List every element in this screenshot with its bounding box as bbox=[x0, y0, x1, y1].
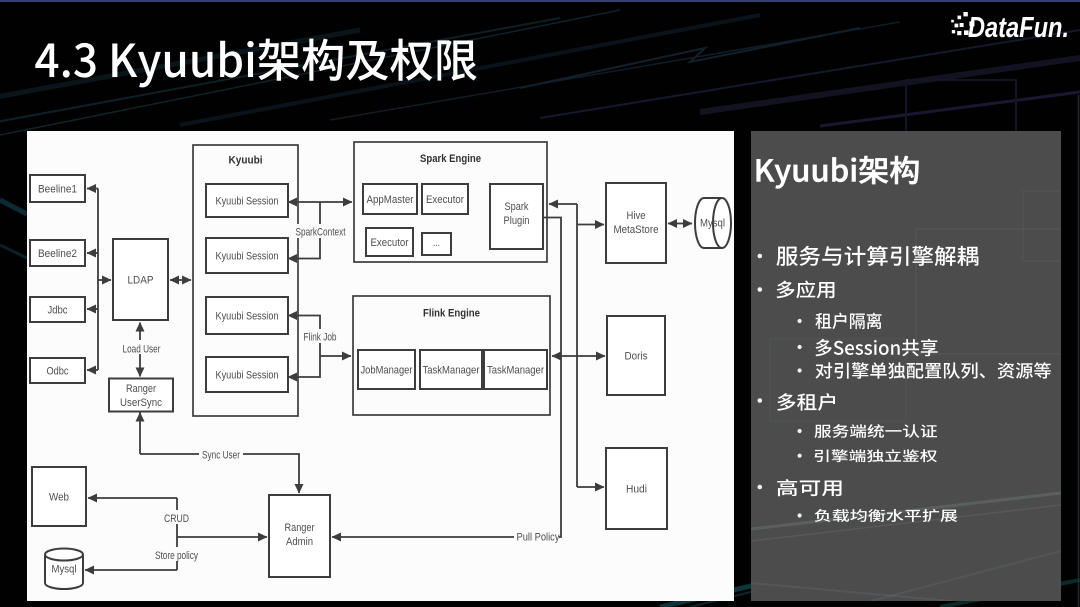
svg-text:Hudi: Hudi bbox=[626, 484, 647, 496]
svg-text:Kyuubi Session: Kyuubi Session bbox=[216, 370, 279, 382]
svg-text:Ranger: Ranger bbox=[126, 383, 156, 395]
svg-text:Store policy: Store policy bbox=[155, 550, 198, 562]
svg-text:MetaStore: MetaStore bbox=[614, 224, 659, 236]
svg-text:Admin: Admin bbox=[286, 536, 313, 548]
svg-text:Doris: Doris bbox=[625, 351, 648, 363]
svg-text:Kyuubi Session: Kyuubi Session bbox=[216, 196, 279, 208]
svg-text:Spark Engine: Spark Engine bbox=[420, 153, 481, 165]
svg-text:CRUD: CRUD bbox=[164, 513, 189, 525]
svg-text:Flink Engine: Flink Engine bbox=[423, 308, 480, 320]
svg-text:Kyuubi Session: Kyuubi Session bbox=[216, 251, 279, 263]
svg-text:Beeline2: Beeline2 bbox=[38, 248, 77, 260]
svg-text:Load User: Load User bbox=[123, 344, 161, 356]
svg-text:Executor: Executor bbox=[371, 237, 409, 249]
svg-text:UserSync: UserSync bbox=[120, 397, 162, 409]
svg-text:LDAP: LDAP bbox=[128, 275, 154, 287]
svg-text:Kyuubi: Kyuubi bbox=[229, 155, 263, 167]
svg-text:TaskManager: TaskManager bbox=[423, 365, 480, 377]
svg-text:SparkContext: SparkContext bbox=[296, 227, 346, 239]
svg-text:Kyuubi Session: Kyuubi Session bbox=[216, 311, 279, 323]
svg-text:AppMaster: AppMaster bbox=[367, 194, 414, 206]
svg-text:Web: Web bbox=[49, 492, 69, 504]
svg-text:JobManager: JobManager bbox=[361, 365, 413, 377]
svg-text:Pull Policy: Pull Policy bbox=[517, 532, 560, 544]
svg-text:Mysql: Mysql bbox=[700, 218, 725, 230]
svg-text:Plugin: Plugin bbox=[504, 215, 530, 227]
svg-text:Beeline1: Beeline1 bbox=[38, 184, 77, 196]
svg-text:Flink Job: Flink Job bbox=[304, 332, 337, 344]
svg-text:DataFun.: DataFun. bbox=[968, 12, 1069, 44]
svg-text:Jdbc: Jdbc bbox=[48, 305, 68, 317]
svg-text:Mysql: Mysql bbox=[52, 564, 77, 576]
svg-text:Ranger: Ranger bbox=[285, 522, 315, 534]
svg-text:Sync User: Sync User bbox=[202, 450, 240, 462]
svg-text:Executor: Executor bbox=[426, 194, 464, 206]
svg-text:Odbc: Odbc bbox=[47, 366, 69, 378]
svg-text:Spark: Spark bbox=[505, 201, 529, 213]
svg-text:TaskManager: TaskManager bbox=[487, 365, 544, 377]
svg-text:Hive: Hive bbox=[627, 210, 646, 222]
svg-text:...: ... bbox=[433, 237, 440, 249]
